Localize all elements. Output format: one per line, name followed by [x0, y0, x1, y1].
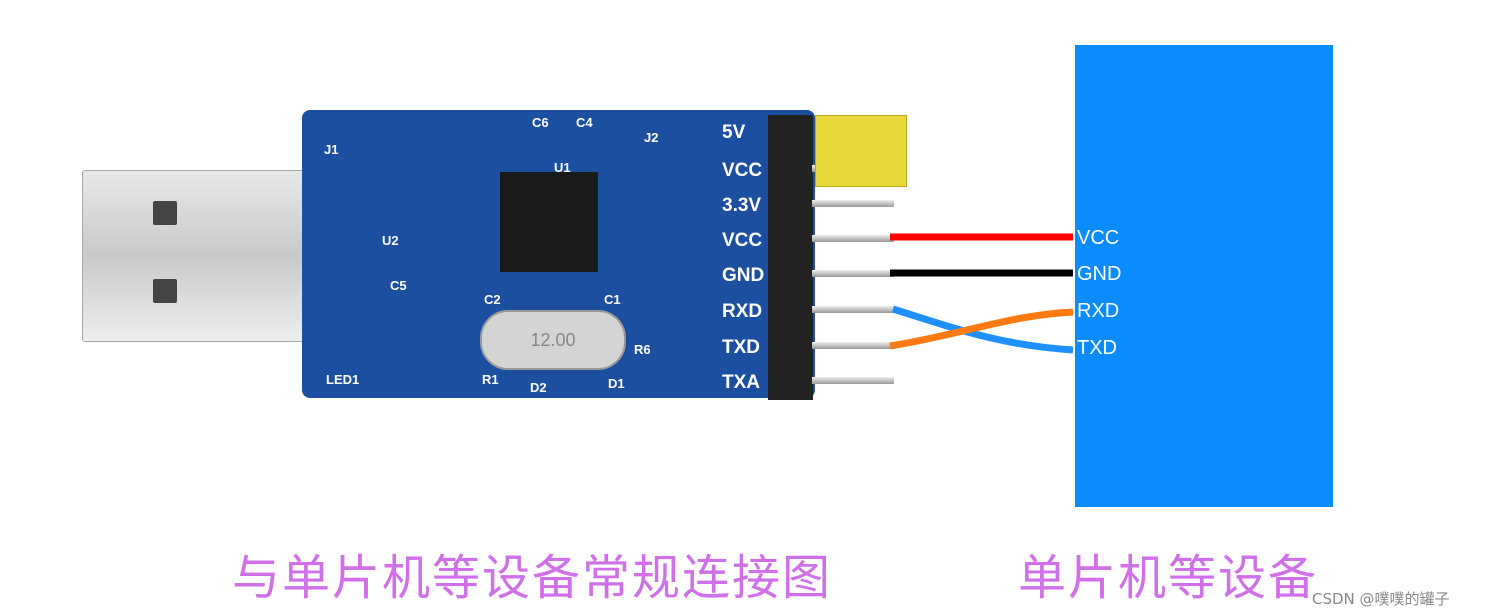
- silk-c1: C1: [604, 292, 621, 307]
- usb-hole: [153, 279, 177, 303]
- pin: [812, 342, 894, 349]
- target-label-gnd: GND: [1077, 263, 1122, 285]
- caption-left: 与单片机等设备常规连接图: [232, 550, 833, 606]
- silk-c5: C5: [390, 278, 407, 293]
- pin-header: [768, 115, 813, 400]
- target-label-txd: TXD: [1077, 337, 1117, 359]
- silk-c6: C6: [532, 115, 549, 130]
- pin: [812, 377, 894, 384]
- silk-r6: R6: [634, 342, 651, 357]
- target-label-vcc: VCC: [1077, 227, 1120, 249]
- pin: [812, 270, 894, 277]
- pin-label-5v: 5V: [722, 122, 746, 143]
- usb-hole: [153, 201, 177, 225]
- target-label-rxd: RXD: [1077, 300, 1120, 322]
- pin-label-3v3: 3.3V: [722, 195, 762, 216]
- silk-led1: LED1: [326, 372, 360, 387]
- pin: [812, 235, 894, 242]
- ic-chip: [500, 172, 598, 272]
- crystal: 12.00: [480, 310, 626, 370]
- jumper-cap: [815, 115, 907, 187]
- silk-j1: J1: [324, 142, 339, 157]
- pin-label-txd: TXD: [722, 337, 760, 358]
- silk-c4: C4: [576, 115, 593, 130]
- mcu-device: [1075, 45, 1333, 507]
- pin: [812, 200, 894, 207]
- silk-u1: U1: [554, 160, 571, 175]
- pin-label-vcc2: VCC: [722, 230, 763, 251]
- wire-txd-to-rxd: [889, 308, 1074, 350]
- silk-d1: D1: [608, 376, 625, 391]
- silk-r1: R1: [482, 372, 499, 387]
- silk-d2: D2: [530, 380, 547, 395]
- silk-c2: C2: [484, 292, 501, 307]
- pin-label-vcc: VCC: [722, 160, 763, 181]
- watermark: CSDN @噗噗的罐子: [1312, 590, 1450, 608]
- pin-label-txa: TXA: [722, 372, 760, 393]
- pin-label-gnd: GND: [722, 265, 765, 286]
- silk-j2: J2: [644, 130, 659, 145]
- wire-rxd-to-txd: [891, 305, 1074, 354]
- caption-right: 单片机等设备: [1018, 550, 1319, 606]
- pin: [812, 306, 894, 313]
- silk-u2: U2: [382, 233, 399, 248]
- pin-label-rxd: RXD: [722, 301, 763, 322]
